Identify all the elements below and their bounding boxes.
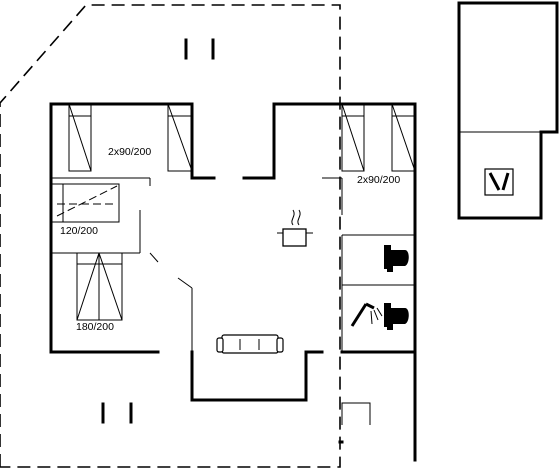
shed — [457, 1, 559, 220]
room-label-bottom-left: 180/200 — [76, 321, 114, 333]
bed-icon — [341, 103, 365, 172]
terrace-boundary — [0, 4, 341, 468]
room-label-top-right: 2x90/200 — [357, 174, 400, 186]
bed-icon — [68, 103, 92, 172]
shower-icon — [350, 302, 383, 327]
bed-icon — [391, 103, 416, 172]
door-marker — [341, 402, 371, 425]
bed-icon — [76, 252, 123, 321]
toilet-icon — [384, 303, 409, 330]
partitions — [51, 177, 415, 400]
toilet-icon — [384, 245, 409, 272]
bed-icon — [167, 103, 193, 172]
room-label-mid-left: 120/200 — [60, 225, 98, 237]
room-label-top-left: 2x90/200 — [108, 146, 151, 158]
entrance-marker-top — [184, 38, 215, 60]
walls — [49, 102, 417, 462]
bed-icon — [50, 183, 120, 223]
entrance-marker-bottom — [101, 402, 133, 424]
broom-icon — [484, 168, 514, 196]
sofa-icon — [216, 334, 284, 354]
stove-pot-icon — [277, 209, 313, 247]
